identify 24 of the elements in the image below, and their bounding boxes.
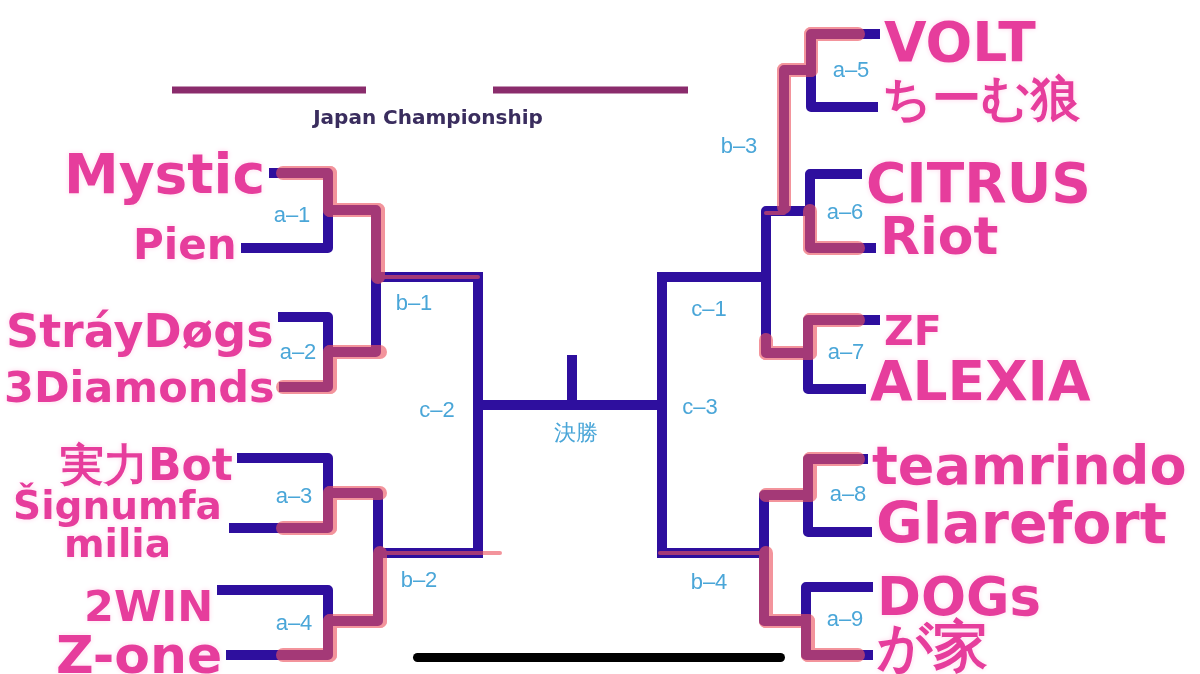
- bracket-line: [806, 29, 880, 112]
- team-name: Riot: [880, 209, 999, 262]
- team-name: 3Diamonds: [4, 366, 275, 410]
- match-label: 決勝: [553, 420, 599, 446]
- bracket-line: [229, 453, 333, 533]
- bracket-line: [278, 312, 333, 392]
- bracket-line: [801, 582, 873, 660]
- team-name: ALEXIA: [870, 353, 1091, 409]
- bracket-line: [241, 168, 333, 253]
- team-name: teamrindo: [872, 439, 1187, 493]
- title: Japan Championship: [313, 106, 543, 128]
- bracket-line: [217, 585, 333, 660]
- team-name: 2WIN: [84, 585, 214, 629]
- bracket-line: [803, 454, 872, 537]
- bracket-line: [805, 169, 876, 253]
- team-name: Z-one: [56, 628, 223, 674]
- team-name: CITRUS: [866, 155, 1091, 211]
- team-name: Glarefort: [876, 494, 1167, 552]
- team-name: ZF: [884, 311, 942, 353]
- bracket-line: [803, 315, 880, 394]
- team-name: が家: [877, 618, 988, 674]
- team-name: ちーむ狼: [882, 74, 1080, 124]
- team-name: Pien: [133, 223, 237, 266]
- team-name: VOLT: [884, 14, 1036, 70]
